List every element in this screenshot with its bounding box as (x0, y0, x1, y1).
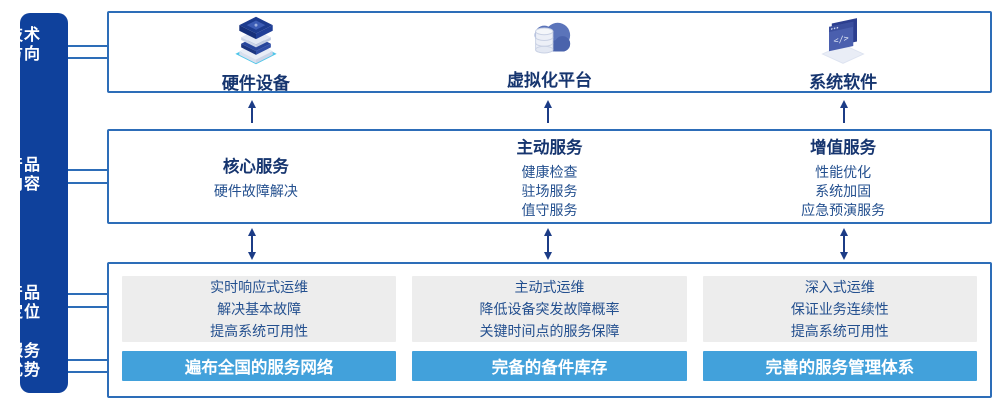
service-column-proactive: 主动服务 健康检查 驻场服务 值守服务 (403, 131, 697, 222)
up-arrow (251, 107, 253, 123)
category-sidebar (20, 13, 68, 393)
sidebar-label-product-positioning: 产品定位 (6, 285, 41, 321)
connector-line (68, 169, 107, 171)
double-arrow (547, 235, 549, 253)
tech-item-hardware: 硬件设备 (109, 13, 403, 93)
tech-direction-box: 硬件设备 虚拟化平台 (107, 11, 992, 93)
positioning-column-proactive: 主动式运维 降低设备突发故障概率 关键时间点的服务保障 完备的备件库存 (412, 276, 687, 381)
sidebar-label-service-advantage: 服务优势 (6, 343, 41, 379)
positioning-panel: 实时响应式运维 解决基本故障 提高系统可用性 (122, 276, 397, 342)
positioning-line: 深入式运维 (804, 279, 875, 295)
positioning-line: 保证业务连续性 (790, 301, 889, 317)
positioning-line: 主动式运维 (514, 279, 585, 295)
positioning-line: 提高系统可用性 (790, 323, 889, 339)
tech-label-hardware: 硬件设备 (221, 74, 290, 93)
double-arrow (843, 235, 845, 253)
up-arrow (547, 107, 549, 123)
tech-label-system-software: 系统软件 (809, 73, 878, 92)
product-positioning-box: 实时响应式运维 解决基本故障 提高系统可用性 遍布全国的服务网络 主动式运维 降… (107, 262, 992, 398)
double-arrow (251, 235, 253, 253)
service-item: 驻场服务 (521, 182, 578, 199)
positioning-panel: 主动式运维 降低设备突发故障概率 关键时间点的服务保障 (412, 276, 687, 342)
positioning-line: 解决基本故障 (217, 301, 302, 317)
positioning-panel: 深入式运维 保证业务连续性 提高系统可用性 (702, 276, 977, 342)
positioning-line: 降低设备突发故障概率 (479, 301, 620, 317)
software-window-icon: </> (815, 15, 871, 65)
positioning-line: 实时响应式运维 (210, 279, 309, 295)
connector-line (68, 57, 107, 59)
svg-text:</>: </> (834, 34, 849, 47)
service-item: 应急预演服务 (801, 201, 886, 218)
connector-line (68, 45, 107, 47)
sidebar-label-product-content: 产品内容 (6, 157, 41, 193)
positioning-line: 关键时间点的服务保障 (479, 323, 620, 339)
service-heading: 增值服务 (810, 138, 877, 157)
tech-label-virtualization: 虚拟化平台 (507, 71, 592, 90)
service-column-core: 核心服务 硬件故障解决 (109, 131, 403, 222)
advantage-bar-service-management: 完善的服务管理体系 (702, 351, 977, 381)
service-item: 值守服务 (521, 201, 578, 218)
service-heading: 核心服务 (222, 157, 289, 176)
positioning-column-realtime: 实时响应式运维 解决基本故障 提高系统可用性 遍布全国的服务网络 (122, 276, 397, 381)
connector-line (68, 293, 107, 295)
tech-item-system-software: </> 系统软件 (696, 13, 990, 92)
positioning-line: 提高系统可用性 (210, 323, 309, 339)
service-item: 健康检查 (521, 163, 578, 180)
service-item: 性能优化 (815, 163, 872, 180)
advantage-bar-service-network: 遍布全国的服务网络 (122, 351, 397, 381)
service-column-value-added: 增值服务 性能优化 系统加固 应急预演服务 (696, 131, 990, 222)
hardware-stack-icon (227, 14, 285, 66)
product-content-box: 核心服务 硬件故障解决 主动服务 健康检查 驻场服务 值守服务 增值服务 性能优… (107, 129, 992, 224)
service-item: 硬件故障解决 (213, 182, 298, 199)
up-arrow (843, 107, 845, 123)
connector-line (68, 371, 107, 373)
connector-line (68, 182, 107, 184)
service-heading: 主动服务 (516, 138, 583, 157)
service-item: 系统加固 (815, 182, 872, 199)
cloud-database-icon (521, 17, 579, 63)
positioning-column-indepth: 深入式运维 保证业务连续性 提高系统可用性 完善的服务管理体系 (702, 276, 977, 381)
tech-item-virtualization: 虚拟化平台 (403, 13, 697, 91)
sidebar-label-tech-direction: 技术方向 (6, 27, 41, 63)
connector-line (68, 359, 107, 361)
connector-line (68, 306, 107, 308)
advantage-bar-spare-parts: 完备的备件库存 (412, 351, 687, 381)
